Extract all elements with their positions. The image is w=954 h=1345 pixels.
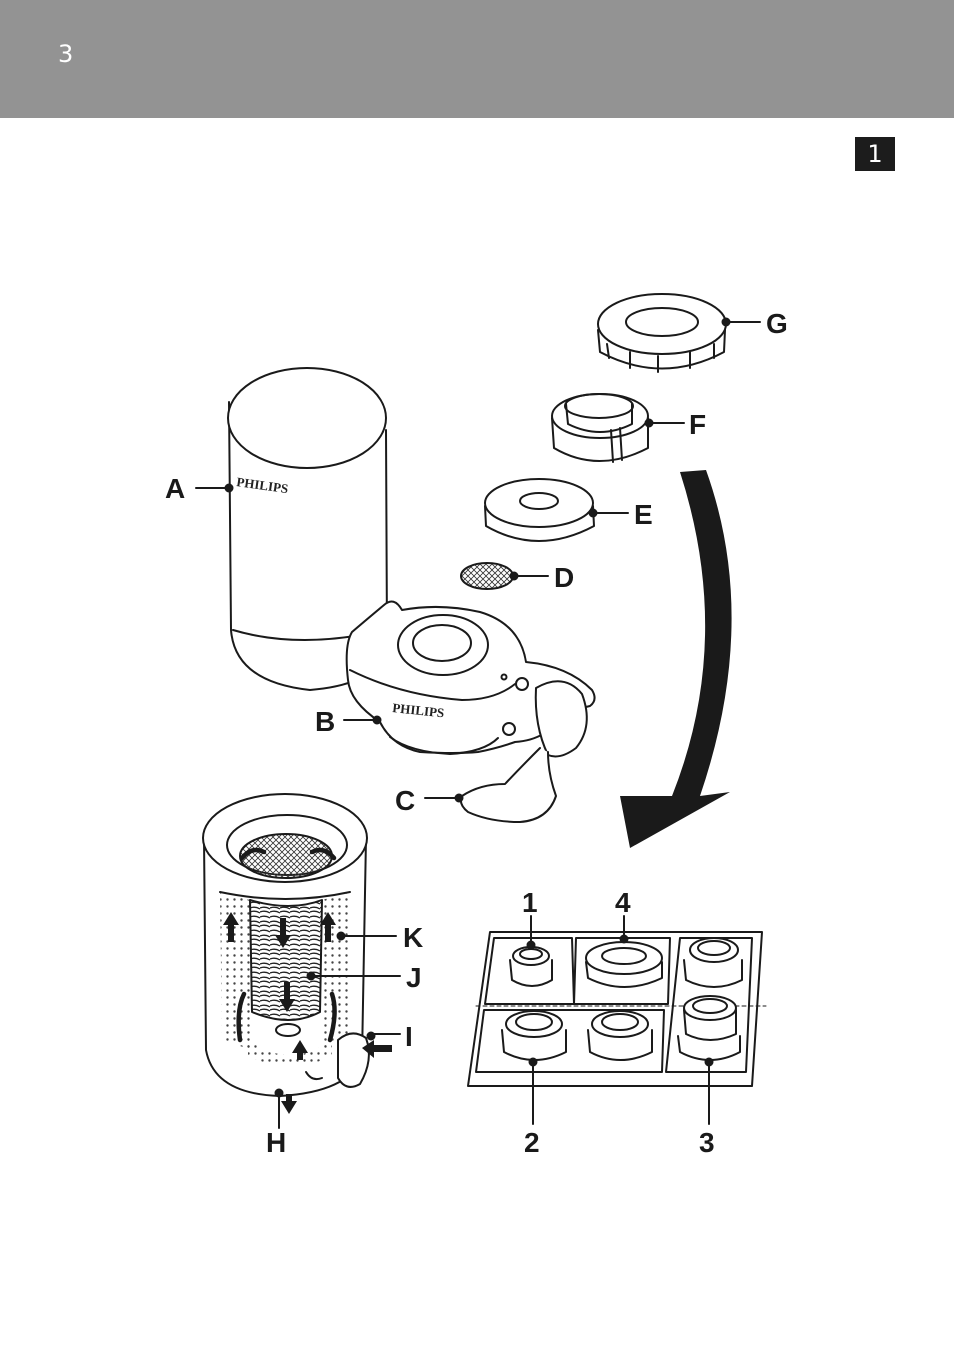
label-d: D xyxy=(554,562,574,593)
label-e: E xyxy=(634,499,653,530)
label-k: K xyxy=(403,922,423,953)
label-a: A xyxy=(165,473,185,504)
part-g-ring xyxy=(598,294,726,372)
label-f: F xyxy=(689,409,706,440)
adapter-tray xyxy=(468,916,766,1124)
part-f-adapter xyxy=(552,394,648,462)
label-b: B xyxy=(315,706,335,737)
label-adapter-3: 3 xyxy=(699,1127,715,1158)
label-h: H xyxy=(266,1127,286,1158)
label-c: C xyxy=(395,785,415,816)
cartridge-cutaway-drawing xyxy=(203,794,369,1096)
label-j: J xyxy=(406,962,422,993)
label-i: I xyxy=(405,1021,413,1052)
part-e-washer xyxy=(485,479,594,541)
part-d-mesh xyxy=(461,563,513,589)
label-g: G xyxy=(766,308,788,339)
label-adapter-2: 2 xyxy=(524,1127,540,1158)
filter-unit-drawing xyxy=(228,368,595,822)
label-adapter-1: 1 xyxy=(522,887,538,918)
label-adapter-4: 4 xyxy=(615,887,631,918)
